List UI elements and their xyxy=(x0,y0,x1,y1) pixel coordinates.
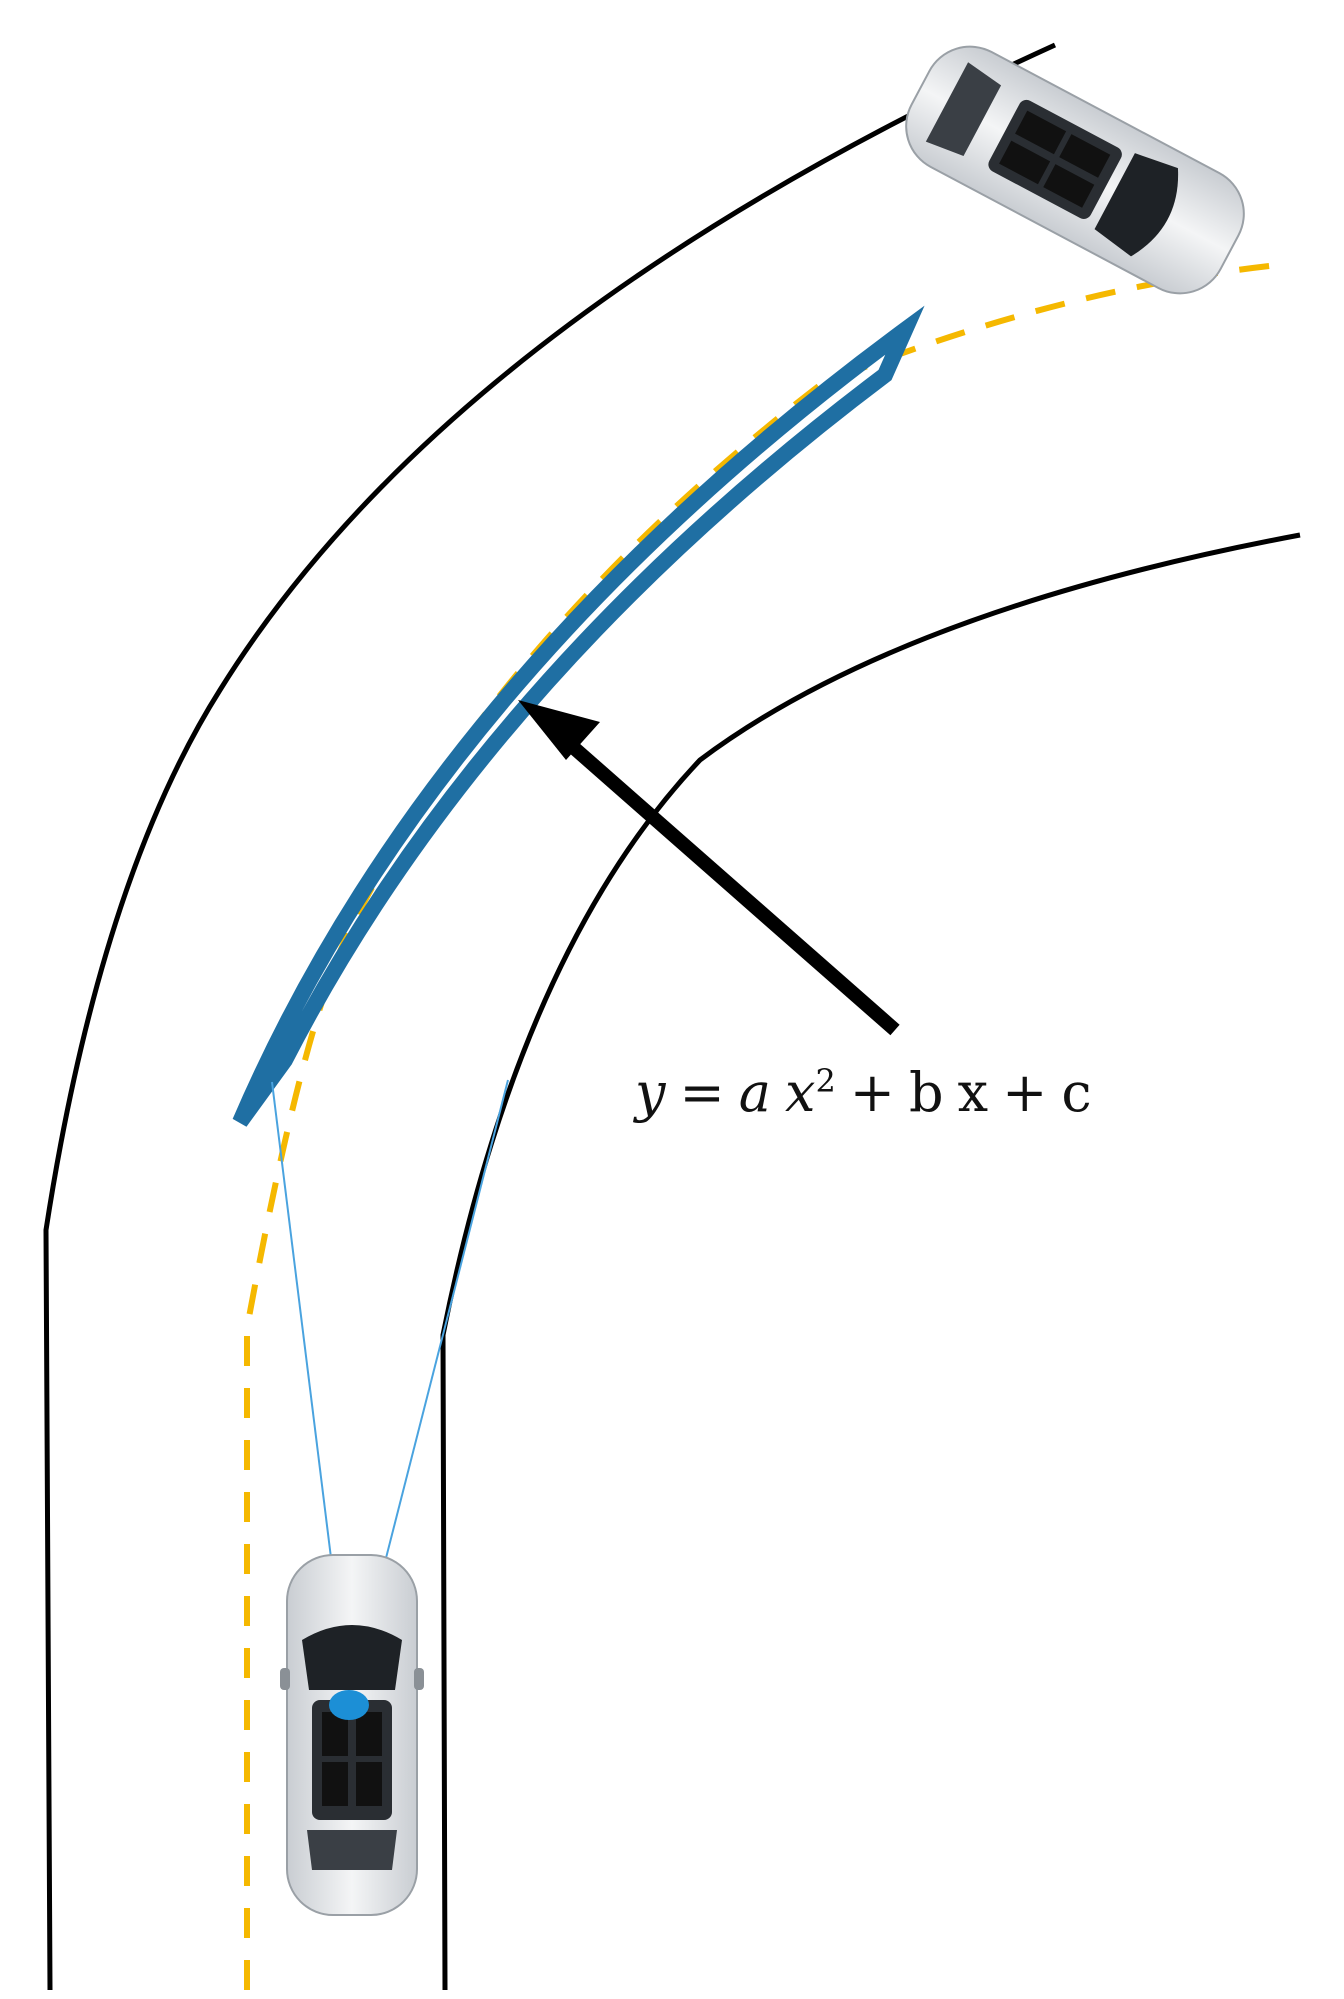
equation-a: a xyxy=(738,1061,771,1124)
equation-c: c xyxy=(1061,1061,1092,1124)
road-outer-edge xyxy=(43,42,1057,1991)
equation-exponent: 2 xyxy=(815,1062,836,1100)
pointer-arrow-shaft xyxy=(560,734,900,1036)
lane-curve-estimate xyxy=(232,305,925,1127)
other-vehicle-icon xyxy=(905,45,1245,295)
equation-b: b xyxy=(909,1061,944,1124)
pointer-arrow-head xyxy=(518,700,600,760)
equation-plus-1: + xyxy=(849,1061,896,1124)
equation-x: x xyxy=(957,1061,989,1124)
equation-equals: = xyxy=(679,1061,725,1124)
equation-plus-2: + xyxy=(1002,1061,1048,1124)
equation-y: y xyxy=(635,1061,666,1124)
camera-dot-icon xyxy=(329,1690,369,1720)
equation-x-squared: x xyxy=(784,1061,816,1124)
ego-vehicle-icon xyxy=(280,1554,424,1916)
